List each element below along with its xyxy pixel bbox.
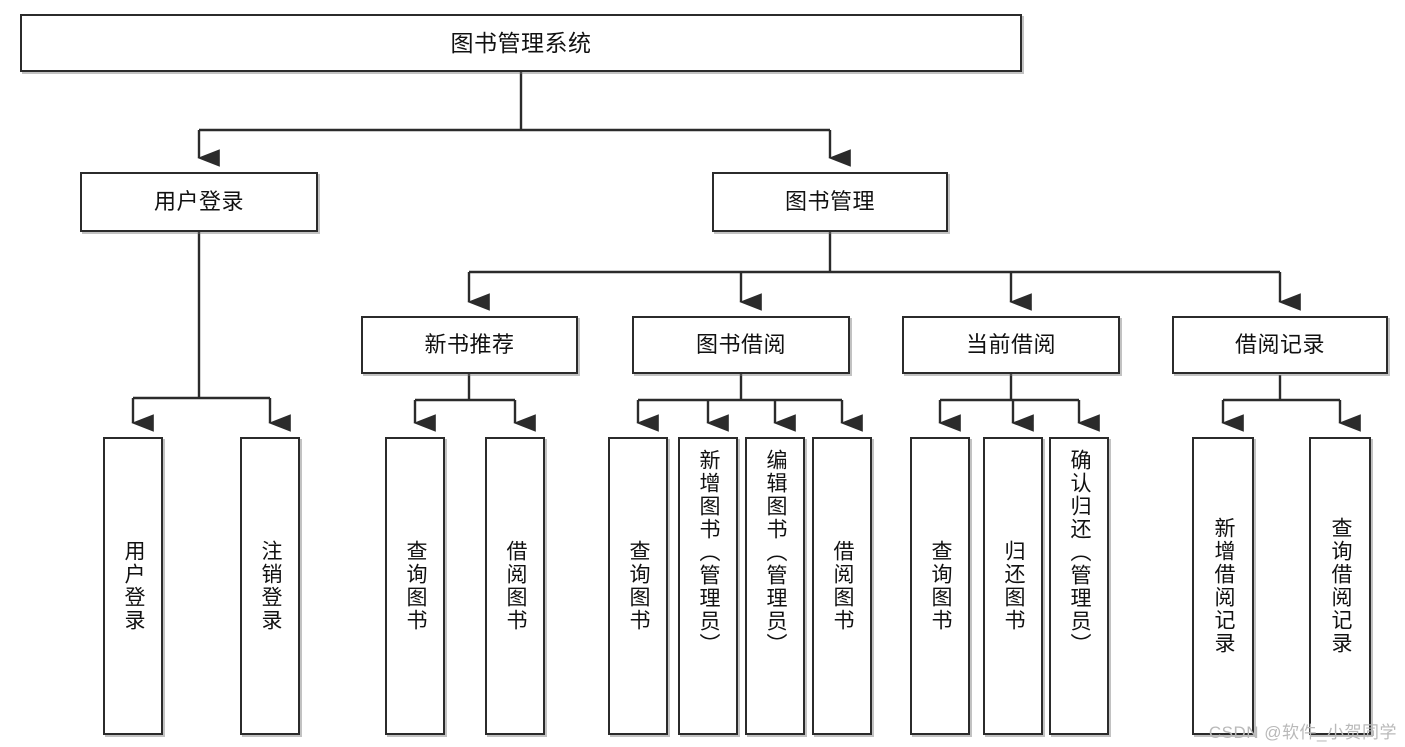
node-new-book-rec[interactable]: 新书推荐 [361,316,578,374]
node-leaf-add-book-label: 新增图书（管理员） [697,449,721,656]
node-user-login-label: 用户登录 [153,189,244,215]
node-leaf-logout[interactable]: 注销登录 [240,437,300,735]
node-leaf-borrow-book-2-label: 借阅图书 [831,540,855,632]
node-leaf-add-record[interactable]: 新增借阅记录 [1192,437,1254,735]
node-book-borrow[interactable]: 图书借阅 [632,316,850,374]
node-leaf-user-login[interactable]: 用户登录 [103,437,163,735]
node-leaf-query-book-1-label: 查询图书 [404,540,428,632]
node-leaf-return-book-label: 归还图书 [1002,540,1026,632]
node-leaf-edit-book-label: 编辑图书（管理员） [764,449,788,656]
node-leaf-query-record[interactable]: 查询借阅记录 [1309,437,1371,735]
node-leaf-query-book-3[interactable]: 查询图书 [910,437,970,735]
node-leaf-add-record-label: 新增借阅记录 [1212,517,1236,655]
node-leaf-query-record-label: 查询借阅记录 [1329,517,1353,655]
node-book-manage-label: 图书管理 [784,189,875,215]
node-leaf-confirm-return[interactable]: 确认归还（管理员） [1049,437,1109,735]
node-new-book-rec-label: 新书推荐 [424,332,515,358]
node-leaf-logout-label: 注销登录 [259,540,283,632]
node-borrow-record-label: 借阅记录 [1234,332,1325,358]
node-leaf-query-book-2-label: 查询图书 [627,540,651,632]
node-leaf-add-book[interactable]: 新增图书（管理员） [678,437,738,735]
node-book-borrow-label: 图书借阅 [695,332,786,358]
node-root[interactable]: 图书管理系统 [20,14,1022,72]
node-leaf-edit-book[interactable]: 编辑图书（管理员） [745,437,805,735]
node-borrow-record[interactable]: 借阅记录 [1172,316,1388,374]
node-leaf-confirm-return-label: 确认归还（管理员） [1068,449,1092,656]
node-root-label: 图书管理系统 [450,29,592,56]
node-user-login[interactable]: 用户登录 [80,172,318,232]
node-leaf-borrow-book-1[interactable]: 借阅图书 [485,437,545,735]
node-leaf-borrow-book-1-label: 借阅图书 [504,540,528,632]
node-book-manage[interactable]: 图书管理 [712,172,948,232]
node-leaf-query-book-1[interactable]: 查询图书 [385,437,445,735]
node-leaf-return-book[interactable]: 归还图书 [983,437,1043,735]
node-leaf-borrow-book-2[interactable]: 借阅图书 [812,437,872,735]
node-current-borrow-label: 当前借阅 [965,332,1056,358]
node-leaf-query-book-3-label: 查询图书 [929,540,953,632]
csdn-watermark: CSDN @软件_小贺同学 [1208,723,1397,742]
node-leaf-query-book-2[interactable]: 查询图书 [608,437,668,735]
node-current-borrow[interactable]: 当前借阅 [902,316,1120,374]
node-leaf-user-login-label: 用户登录 [122,540,146,632]
